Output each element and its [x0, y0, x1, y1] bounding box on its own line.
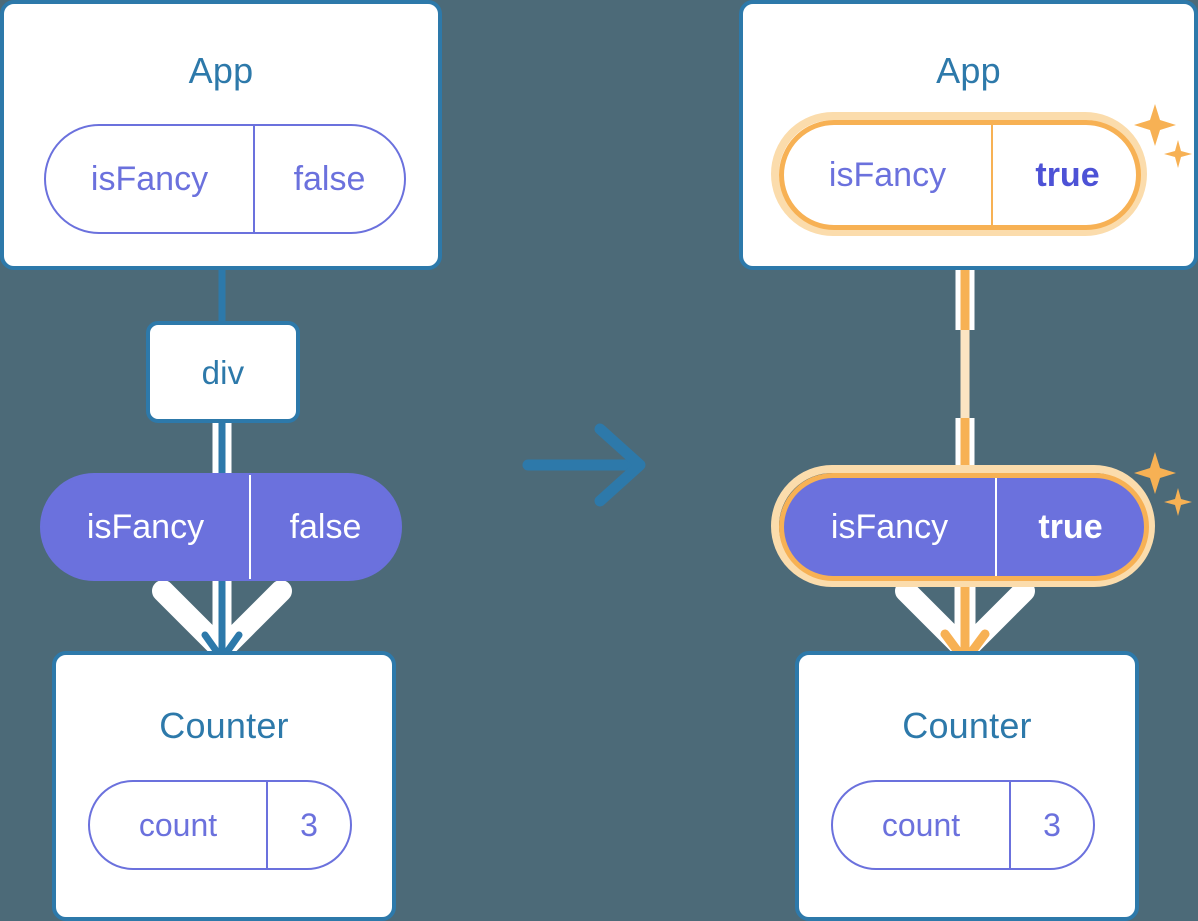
prop-pill-isfancy[interactable]: isFancy true — [779, 473, 1149, 581]
component-title-div: div — [201, 354, 245, 391]
state-pill-count[interactable]: count 3 — [831, 780, 1095, 870]
state-pill-isfancy[interactable]: isFancy false — [44, 124, 406, 234]
state-pill-count-value: 3 — [1009, 782, 1093, 868]
arrow-prop-to-counter — [940, 578, 990, 666]
component-title-counter: Counter — [159, 705, 289, 746]
component-box-app[interactable]: App isFancy false — [0, 0, 442, 270]
state-pill-value: false — [253, 126, 404, 232]
state-pill-key: isFancy — [828, 156, 947, 194]
prop-pill-value: false — [249, 475, 400, 579]
component-box-div[interactable]: div — [146, 321, 300, 423]
component-title-app: App — [936, 50, 1001, 91]
state-pill-count-key: count — [138, 807, 218, 843]
prop-pill-key: isFancy — [86, 508, 205, 546]
arrow-prop-to-counter — [201, 578, 243, 663]
state-pill-value: true — [991, 125, 1136, 225]
prop-pill-value: true — [995, 478, 1144, 576]
before-connectors — [152, 266, 292, 663]
prop-pill-key: isFancy — [830, 508, 949, 546]
state-pill-key: isFancy — [90, 160, 209, 198]
state-pill-isfancy[interactable]: isFancy true — [779, 120, 1141, 230]
component-title-app: App — [188, 50, 254, 91]
component-box-counter[interactable]: Counter — [52, 651, 396, 921]
after-connectors — [895, 222, 1035, 666]
prop-pill-isfancy[interactable]: isFancy false — [40, 473, 402, 581]
state-pill-count-key: count — [881, 807, 961, 843]
before-state-panel: App isFancy false div isFancy false Coun… — [0, 0, 442, 921]
state-pill-count[interactable]: count 3 — [88, 780, 352, 870]
component-title-counter: Counter — [902, 705, 1032, 746]
after-state-panel: App isFancy true div isFancy true — [599, 0, 1198, 921]
state-pill-count-value: 3 — [266, 782, 350, 868]
transition-arrow-icon — [522, 423, 646, 507]
